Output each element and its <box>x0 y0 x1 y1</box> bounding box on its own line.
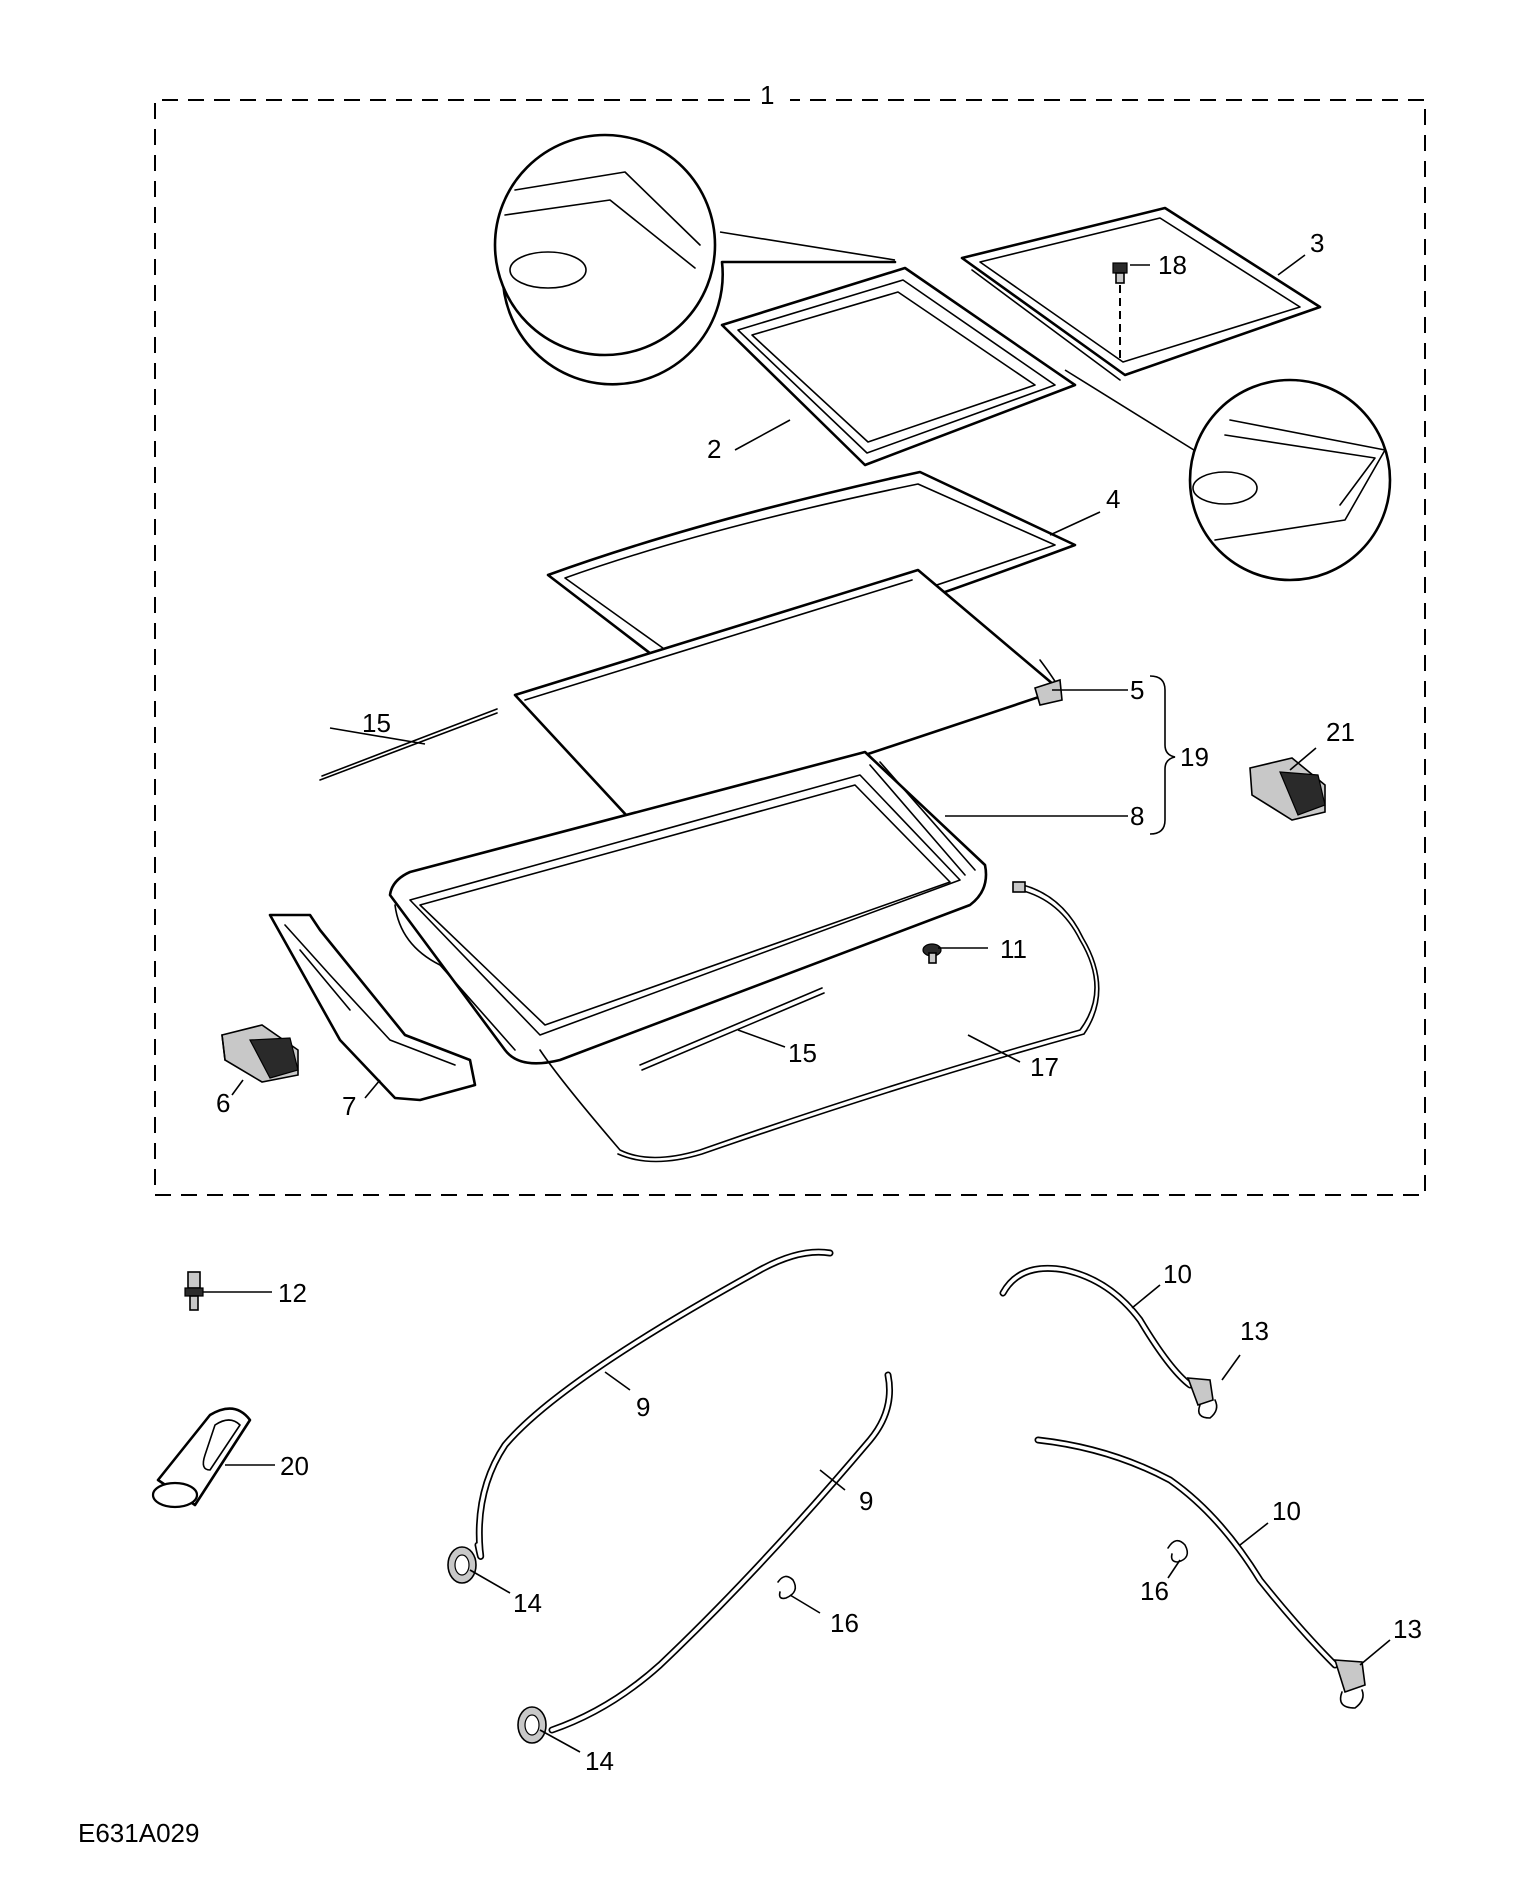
trim-strip-15-lower <box>639 987 825 1071</box>
drain-tube-9a <box>447 1248 834 1584</box>
clip-11 <box>922 943 942 964</box>
callout-5: 5 <box>1130 675 1144 705</box>
callout-19: 19 <box>1180 742 1209 772</box>
callout-10b: 10 <box>1272 1496 1301 1526</box>
callout-13b: 13 <box>1393 1614 1422 1644</box>
trim-strip-15-upper <box>319 708 498 781</box>
clip-16b <box>1167 1539 1189 1563</box>
motor-6 <box>221 1024 299 1083</box>
callout-15b: 15 <box>788 1038 817 1068</box>
callout-8: 8 <box>1130 801 1144 831</box>
callout-16b: 16 <box>1140 1576 1169 1606</box>
callout-15a: 15 <box>362 708 391 738</box>
callout-labels: 1 2 3 4 5 6 7 8 9 9 10 10 11 12 13 13 14… <box>216 80 1422 1776</box>
callout-16a: 16 <box>830 1608 859 1638</box>
callout-14a: 14 <box>513 1588 542 1618</box>
tube-end-20 <box>151 1407 252 1509</box>
bolt-12 <box>184 1271 204 1311</box>
leader-lines <box>203 254 1391 1753</box>
clip-16a <box>777 1575 797 1600</box>
callout-21: 21 <box>1326 717 1355 747</box>
callout-17: 17 <box>1030 1052 1059 1082</box>
screw-18 <box>1112 262 1128 360</box>
detail-view-upper <box>493 133 897 386</box>
glass-panel-2 <box>720 266 1077 467</box>
motor-21 <box>1249 757 1326 821</box>
wind-deflector-7 <box>268 913 477 1102</box>
callout-7: 7 <box>342 1091 356 1121</box>
detail-view-lower <box>1064 369 1392 582</box>
callout-10a: 10 <box>1163 1259 1192 1289</box>
callout-20: 20 <box>280 1451 309 1481</box>
wiring-harness-17 <box>539 881 1100 1163</box>
reference-code: E631A029 <box>78 1818 199 1848</box>
drain-tube-10b <box>1034 1436 1366 1709</box>
callout-4: 4 <box>1106 484 1120 514</box>
callout-13a: 13 <box>1240 1316 1269 1346</box>
callout-11: 11 <box>1000 934 1027 964</box>
callout-9a: 9 <box>636 1392 650 1422</box>
callout-12: 12 <box>278 1278 307 1308</box>
sunroof-frame-8 <box>388 750 988 1065</box>
callout-9b: 9 <box>859 1486 873 1516</box>
drain-tube-10a <box>999 1264 1218 1419</box>
kit-boundary <box>154 99 1426 1196</box>
callout-1: 1 <box>760 80 774 110</box>
callout-2: 2 <box>707 434 721 464</box>
callout-6: 6 <box>216 1088 230 1118</box>
callout-14b: 14 <box>585 1746 614 1776</box>
drain-tube-9b <box>517 1371 894 1744</box>
panel-3 <box>960 206 1322 381</box>
callout-3: 3 <box>1310 228 1324 258</box>
callout-18: 18 <box>1158 250 1187 280</box>
